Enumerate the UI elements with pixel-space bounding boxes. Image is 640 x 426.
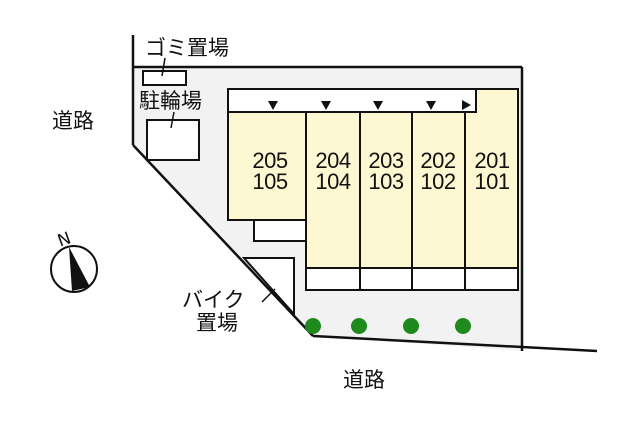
- tree-icon: [403, 318, 419, 334]
- unit-upper-number: 203: [368, 148, 404, 173]
- bicycle-leader-line: [170, 111, 175, 129]
- unit-number-202: 202 102: [411, 148, 465, 194]
- unit-lower-number: 105: [252, 169, 288, 194]
- unit-lower-number: 104: [315, 169, 351, 194]
- unit-upper-number: 201: [474, 148, 510, 173]
- bike-parking-leader-line: [261, 288, 276, 303]
- bike-parking-label-line1: バイク: [182, 288, 245, 312]
- unit-number-205: 205 105: [240, 148, 300, 194]
- lot-boundary: [131, 35, 598, 353]
- unit-number-204: 204 104: [306, 148, 360, 194]
- unit-number-203: 203 103: [359, 148, 413, 194]
- tree-icon: [351, 318, 367, 334]
- unit-204-balcony: [305, 267, 361, 291]
- unit-number-201: 201 101: [465, 148, 519, 194]
- unit-lower-number: 102: [420, 169, 456, 194]
- trees: [305, 318, 471, 334]
- unit-205-stair: [253, 219, 307, 242]
- unit-upper-number: 205: [252, 148, 288, 173]
- garbage-leader-line: [161, 57, 166, 77]
- entry-arrow-203-icon: [373, 101, 383, 110]
- unit-201-balcony: [464, 267, 519, 291]
- north-compass-icon: [50, 245, 98, 293]
- units: [227, 88, 519, 291]
- unit-lower-number: 103: [368, 169, 404, 194]
- bicycle-parking-box: [146, 119, 200, 161]
- corridor: [227, 88, 477, 113]
- bike-parking-area: [241, 257, 295, 317]
- unit-203-balcony: [359, 267, 413, 291]
- garbage-area-label: ゴミ置場: [145, 36, 229, 60]
- unit-upper-number: 202: [420, 148, 456, 173]
- unit-lower-number: 101: [474, 169, 510, 194]
- road-bottom-label: 道路: [343, 368, 385, 392]
- tree-icon: [455, 318, 471, 334]
- garbage-area-box: [142, 70, 187, 86]
- unit-202-balcony: [411, 267, 466, 291]
- unit-203: [359, 111, 413, 269]
- bicycle-parking-label: 駐輪場: [139, 89, 202, 113]
- entry-arrow-204-icon: [321, 101, 331, 110]
- bike-parking-label-line2: 置場: [196, 311, 238, 335]
- road-left-label: 道路: [52, 109, 94, 133]
- unit-upper-number: 204: [315, 148, 351, 173]
- entry-arrows: [268, 100, 471, 110]
- entry-arrow-202-icon: [426, 101, 436, 110]
- entry-arrow-205-icon: [268, 101, 278, 110]
- entry-arrow-201-icon: [462, 100, 471, 110]
- tree-icon: [305, 318, 321, 334]
